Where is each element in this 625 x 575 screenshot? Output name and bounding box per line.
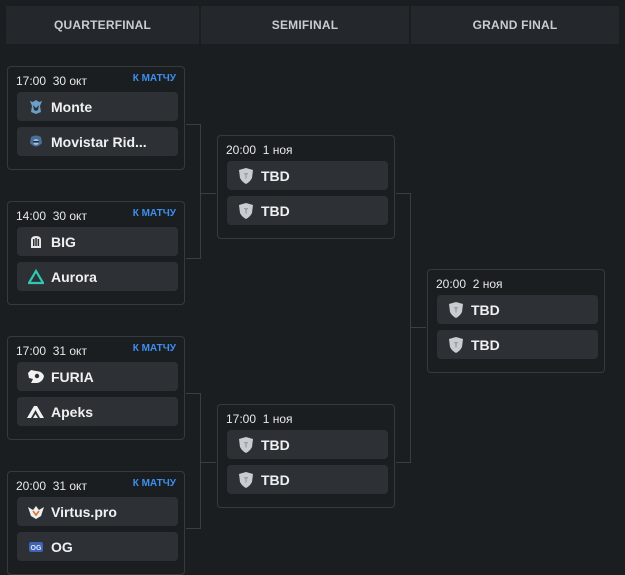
match-datetime: 20:00 31 окт — [16, 479, 87, 493]
tbd-shield-icon: T — [237, 202, 255, 220]
tbd-shield-icon: T — [447, 336, 465, 354]
header-quarterfinal: QUARTERFINAL — [6, 6, 199, 44]
match-link[interactable]: К МАТЧУ — [132, 73, 176, 84]
match-datetime: 20:00 1 ноя — [226, 143, 293, 157]
match-datetime: 14:00 30 окт — [16, 209, 87, 223]
team-name: TBD — [471, 301, 500, 318]
team-name: Virtus.pro — [51, 503, 117, 520]
svg-text:T: T — [454, 342, 459, 349]
connector — [186, 393, 201, 394]
match-card-sf2: 17:00 1 ноя T TBD T TBD — [217, 404, 395, 508]
match-datetime: 17:00 31 окт — [16, 344, 87, 358]
team-name: TBD — [261, 202, 290, 219]
team-row[interactable]: T TBD — [227, 161, 388, 190]
match-link[interactable]: К МАТЧУ — [132, 478, 176, 489]
team-name: BIG — [51, 233, 76, 250]
team-name: TBD — [261, 436, 290, 453]
svg-text:T: T — [454, 307, 459, 314]
team-row[interactable]: OG OG — [17, 532, 178, 561]
team-name: Monte — [51, 98, 93, 115]
tbd-shield-icon: T — [237, 167, 255, 185]
header-grand-final: GRAND FINAL — [411, 6, 619, 44]
match-card-qf3: 17:00 31 окт К МАТЧУ FURIA Apeks — [7, 336, 185, 440]
team-name: TBD — [261, 167, 290, 184]
match-datetime: 20:00 2 ноя — [436, 277, 503, 291]
team-name: Aurora — [51, 268, 97, 285]
svg-text:T: T — [244, 208, 249, 215]
team-name: Apeks — [51, 403, 94, 420]
team-row[interactable]: T TBD — [227, 465, 388, 494]
match-link[interactable]: К МАТЧУ — [132, 343, 176, 354]
match-datetime: 17:00 30 окт — [16, 74, 87, 88]
team-row[interactable]: T TBD — [227, 430, 388, 459]
team-name: TBD — [261, 471, 290, 488]
team-row[interactable]: Aurora — [17, 262, 178, 291]
connector — [186, 124, 201, 125]
match-card-sf1: 20:00 1 ноя T TBD T TBD — [217, 135, 395, 239]
connector — [201, 193, 216, 194]
monte-logo-icon — [27, 98, 45, 116]
connector — [200, 124, 201, 259]
team-row[interactable]: T TBD — [437, 330, 598, 359]
team-row[interactable]: Movistar Rid... — [17, 127, 178, 156]
match-card-qf2: 14:00 30 окт К МАТЧУ BIG Aurora — [7, 201, 185, 305]
team-row[interactable]: BIG — [17, 227, 178, 256]
aurora-logo-icon — [27, 268, 45, 286]
connector — [396, 193, 410, 194]
svg-text:T: T — [244, 173, 249, 180]
movistar-riders-logo-icon — [27, 133, 45, 151]
match-card-qf4: 20:00 31 окт К МАТЧУ Virtus.pro OG OG — [7, 471, 185, 575]
connector — [186, 258, 201, 259]
match-link[interactable]: К МАТЧУ — [132, 208, 176, 219]
team-row[interactable]: Virtus.pro — [17, 497, 178, 526]
connector — [201, 462, 216, 463]
connector — [411, 327, 426, 328]
team-row[interactable]: FURIA — [17, 362, 178, 391]
header-semifinal: SEMIFINAL — [201, 6, 409, 44]
match-card-qf1: 17:00 30 окт К МАТЧУ Monte Movistar Rid.… — [7, 66, 185, 170]
connector — [396, 462, 410, 463]
team-name: Movistar Rid... — [51, 133, 147, 150]
team-name: OG — [51, 538, 73, 555]
match-card-grand-final: 20:00 2 ноя T TBD T TBD — [427, 269, 605, 373]
apeks-logo-icon — [27, 403, 45, 421]
svg-text:T: T — [244, 477, 249, 484]
furia-logo-icon — [27, 368, 45, 386]
tbd-shield-icon: T — [237, 471, 255, 489]
team-row[interactable]: Apeks — [17, 397, 178, 426]
match-datetime: 17:00 1 ноя — [226, 412, 293, 426]
connector — [410, 193, 411, 463]
team-row[interactable]: T TBD — [227, 196, 388, 225]
big-logo-icon — [27, 233, 45, 251]
team-row[interactable]: Monte — [17, 92, 178, 121]
team-name: TBD — [471, 336, 500, 353]
virtus-pro-logo-icon — [27, 503, 45, 521]
svg-text:OG: OG — [31, 545, 42, 552]
og-logo-icon: OG — [27, 538, 45, 556]
team-row[interactable]: T TBD — [437, 295, 598, 324]
connector — [200, 393, 201, 529]
connector — [186, 528, 201, 529]
tbd-shield-icon: T — [237, 436, 255, 454]
tbd-shield-icon: T — [447, 301, 465, 319]
svg-text:T: T — [244, 442, 249, 449]
team-name: FURIA — [51, 368, 94, 385]
